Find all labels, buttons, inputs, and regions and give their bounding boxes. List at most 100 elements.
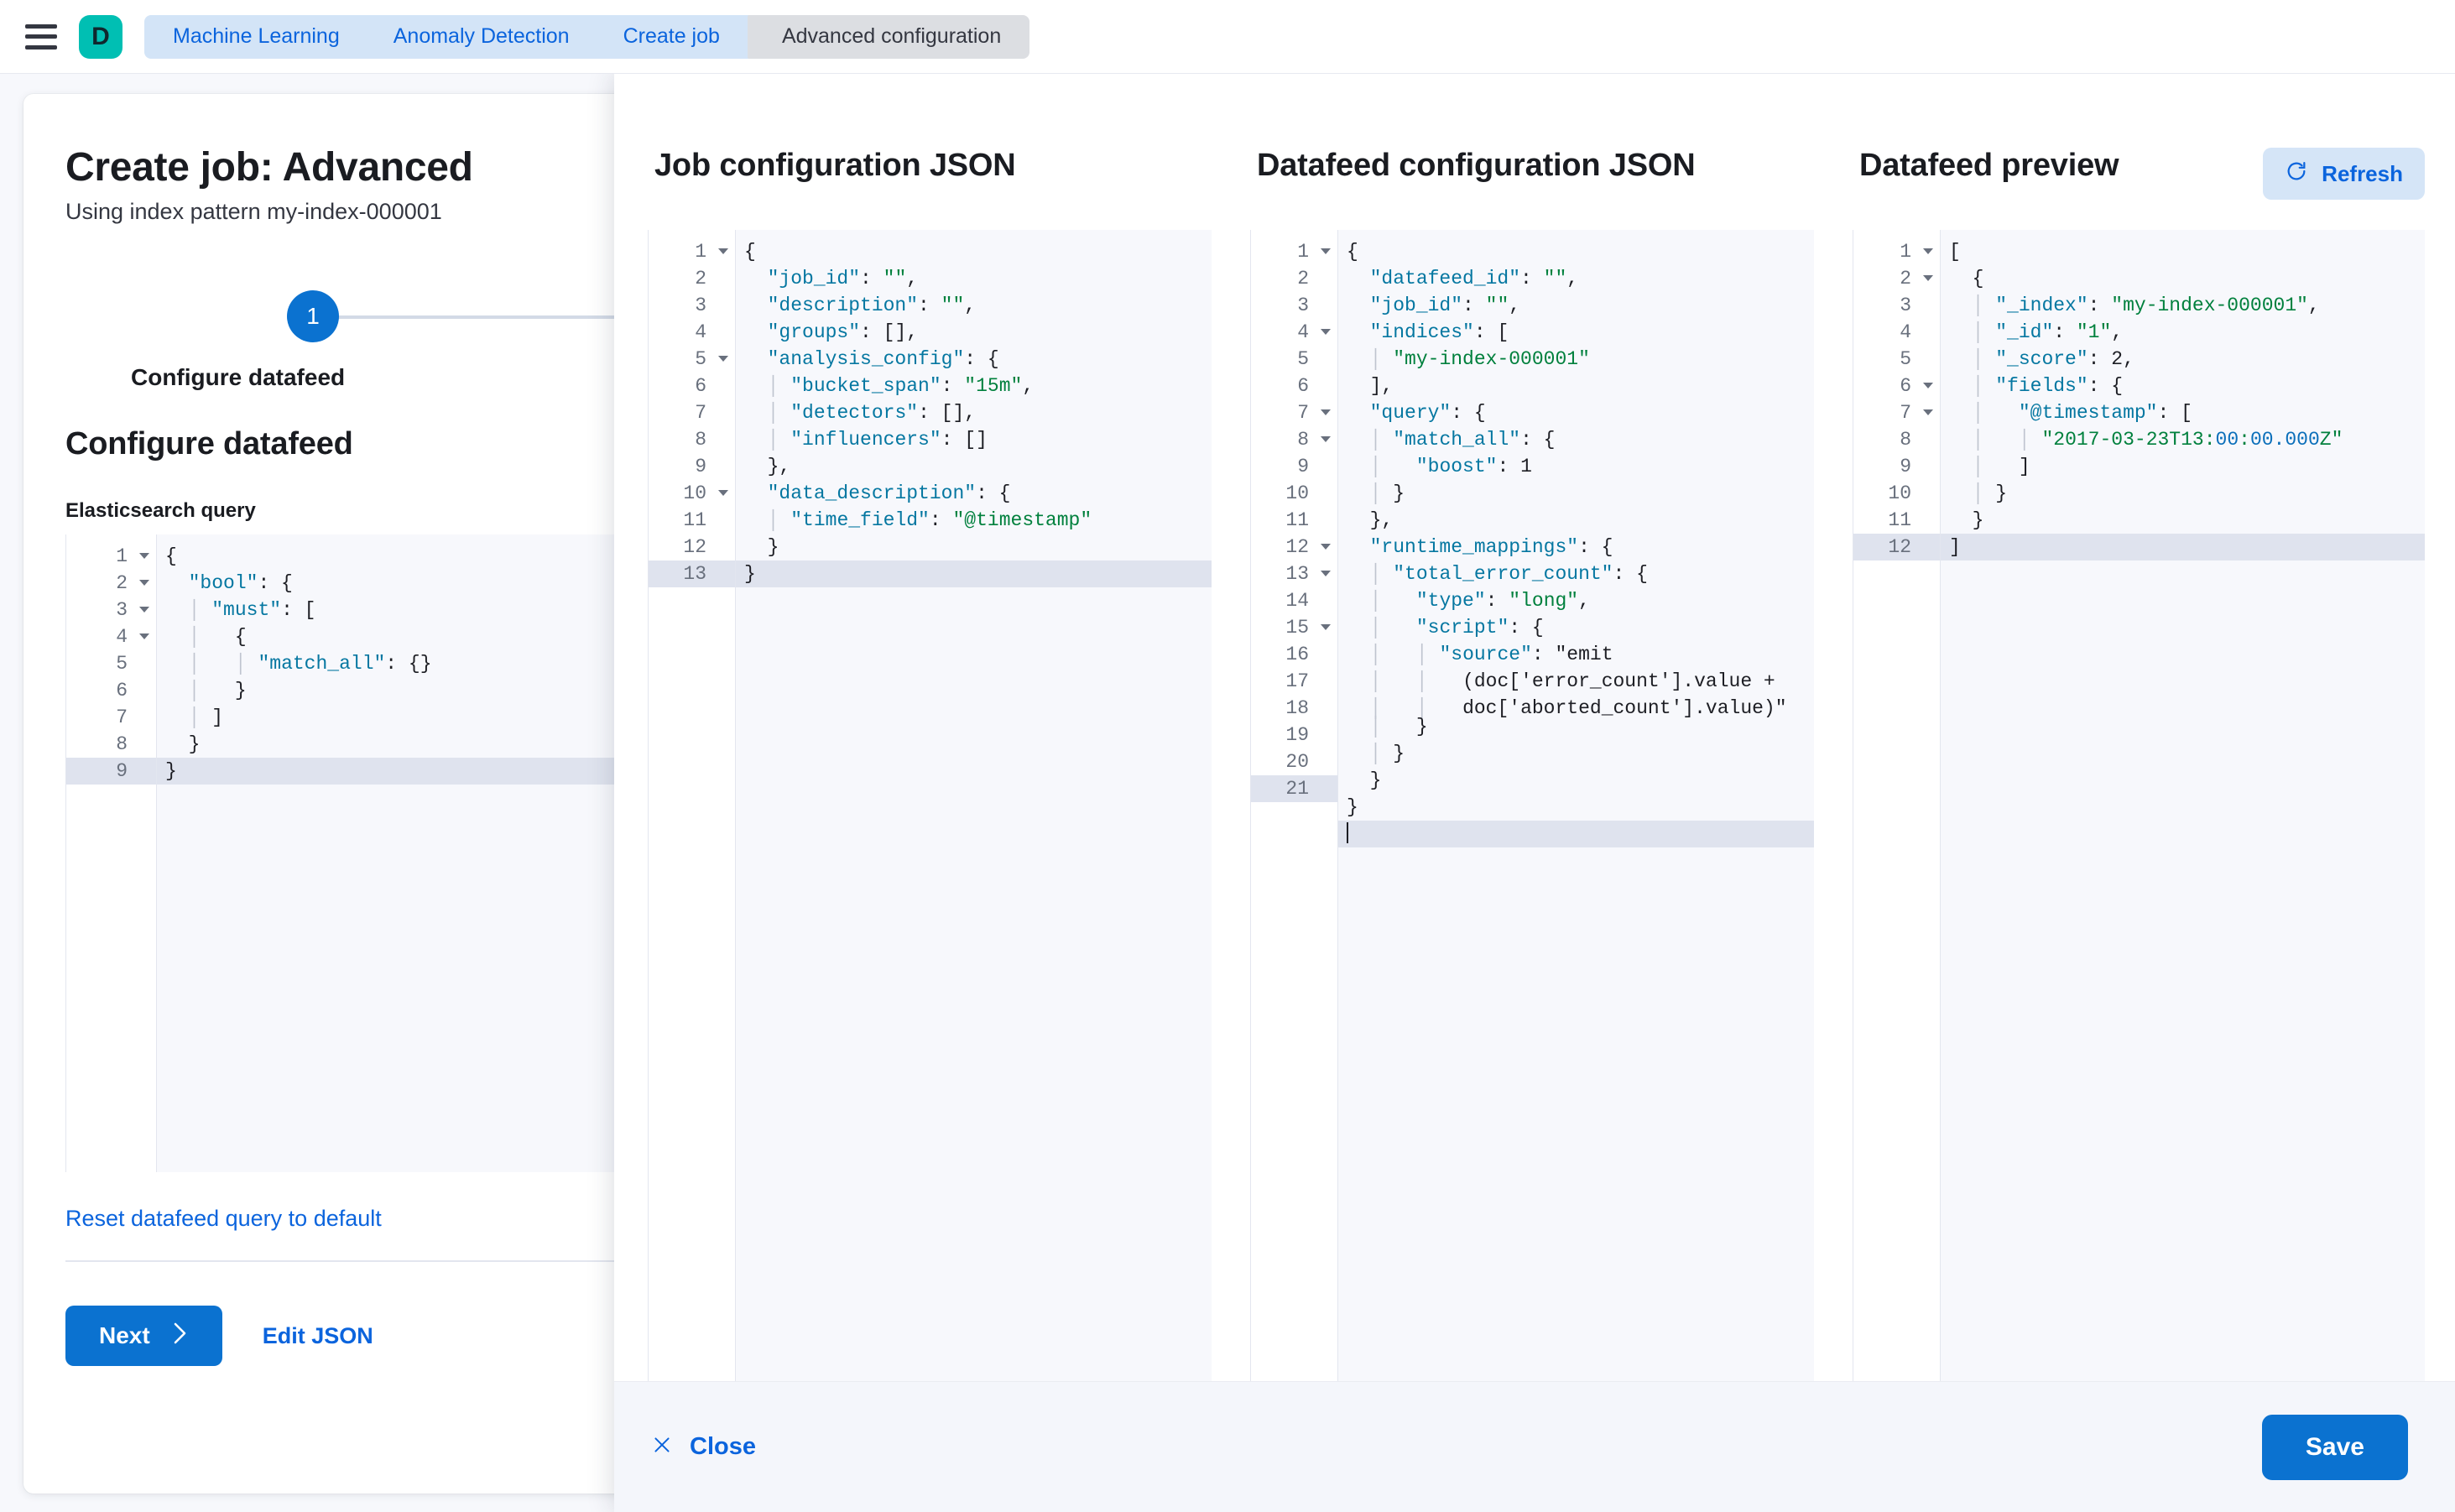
fold-caret-icon[interactable] xyxy=(1321,544,1331,550)
page-subtitle: Using index pattern my-index-000001 xyxy=(65,199,442,224)
fold-caret-icon[interactable] xyxy=(139,553,149,559)
code-line[interactable]: │ } xyxy=(1369,743,1405,764)
code-line[interactable]: "analysis_config": { xyxy=(767,348,999,370)
fold-caret-icon[interactable] xyxy=(1923,275,1933,281)
fold-caret-icon[interactable] xyxy=(718,490,728,496)
code-line[interactable]: } xyxy=(1949,509,1984,531)
code-line[interactable]: } xyxy=(165,733,201,755)
code-line[interactable]: │ } xyxy=(1369,482,1405,504)
refresh-button[interactable]: Refresh xyxy=(2263,148,2425,200)
code-line[interactable]: } xyxy=(736,560,1212,587)
code-line[interactable]: "description": "", xyxy=(767,295,977,316)
fold-caret-icon[interactable] xyxy=(1321,624,1331,630)
fold-caret-icon[interactable] xyxy=(1321,248,1331,254)
save-button[interactable]: Save xyxy=(2261,1414,2408,1480)
code-line[interactable]: │ "must": [ xyxy=(188,599,316,621)
fold-caret-icon[interactable] xyxy=(139,607,149,613)
code-line[interactable]: │ "fields": { xyxy=(1972,375,2124,397)
code-line[interactable]: │ "boost": 1 xyxy=(1369,456,1532,477)
fold-caret-icon[interactable] xyxy=(1321,409,1331,415)
code-line[interactable]: { xyxy=(165,545,177,567)
code-line[interactable]: │ "script": { xyxy=(1369,617,1544,639)
fold-caret-icon[interactable] xyxy=(718,356,728,362)
code-line[interactable]: "data_description": { xyxy=(767,482,1011,504)
code-line[interactable]: "query": { xyxy=(1369,402,1486,424)
code-line[interactable]: │ "type": "long", xyxy=(1369,590,1590,612)
line-number: 7 xyxy=(1853,399,1940,426)
code-line[interactable]: } xyxy=(744,536,779,558)
stepper-step-1[interactable]: 1 xyxy=(287,290,339,342)
code-line[interactable]: │ "my-index-000001" xyxy=(1369,348,1590,370)
edit-json-button[interactable]: Edit JSON xyxy=(262,1322,373,1348)
code-line[interactable]: │ │ "match_all": {} xyxy=(188,653,432,675)
fold-caret-icon[interactable] xyxy=(139,633,149,639)
save-button-label: Save xyxy=(2305,1432,2364,1461)
code-line[interactable]: │ ] xyxy=(188,706,224,728)
fold-caret-icon[interactable] xyxy=(1923,248,1933,254)
code-line[interactable]: │ "bucket_span": "15m", xyxy=(767,375,1035,397)
code-line[interactable]: "bool": { xyxy=(188,572,293,594)
top-navigation-bar: D Machine Learning Anomaly Detection Cre… xyxy=(0,0,2455,74)
code-line[interactable]: │ "@timestamp": [ xyxy=(1972,402,2192,424)
fold-caret-icon[interactable] xyxy=(1923,409,1933,415)
next-button[interactable]: Next xyxy=(65,1306,222,1366)
space-avatar[interactable]: D xyxy=(79,14,122,59)
code-line[interactable]: } xyxy=(1347,769,1382,791)
code-line[interactable]: │ ] xyxy=(1972,456,2030,477)
code-line[interactable]: "job_id": "", xyxy=(767,268,919,289)
code-line[interactable]: } xyxy=(1347,796,1358,818)
fold-caret-icon[interactable] xyxy=(1923,383,1933,388)
code-line[interactable]: │ } xyxy=(1972,482,2008,504)
hamburger-menu-icon[interactable] xyxy=(25,23,57,50)
code-line[interactable]: "runtime_mappings": { xyxy=(1369,536,1613,558)
reset-datafeed-query-link[interactable]: Reset datafeed query to default xyxy=(65,1206,382,1231)
code-line[interactable]: [ xyxy=(1949,241,1961,263)
code-line[interactable]: { xyxy=(744,241,756,263)
code-line[interactable]: "indices": [ xyxy=(1369,321,1509,343)
line-number: 8 xyxy=(1900,429,1911,451)
editor-code[interactable]: { "datafeed_id": "", "job_id": "", "indi… xyxy=(1338,230,1814,1381)
code-line[interactable]: │ "_index": "my-index-000001", xyxy=(1972,295,2320,316)
line-number: 14 xyxy=(1285,590,1309,612)
code-line[interactable]: │ │ "2017-03-23T13:00:00.000Z" xyxy=(1972,429,2343,451)
fold-caret-icon[interactable] xyxy=(1321,571,1331,576)
fold-caret-icon[interactable] xyxy=(139,580,149,586)
breadcrumb-item-create-job[interactable]: Create job xyxy=(597,14,763,59)
code-line[interactable]: │ "influencers": [] xyxy=(767,429,988,451)
code-line[interactable]: ], xyxy=(1347,375,1394,397)
code-line[interactable]: │ { xyxy=(188,626,247,648)
code-line[interactable]: }, xyxy=(1347,509,1394,531)
code-line[interactable]: "groups": [], xyxy=(767,321,919,343)
code-line[interactable]: │ "_id": "1", xyxy=(1972,321,2124,343)
editor-code[interactable]: { "job_id": "", "description": "", "grou… xyxy=(736,230,1212,1381)
breadcrumb-item-machine-learning[interactable]: Machine Learning xyxy=(144,14,383,59)
breadcrumb-item-advanced-configuration[interactable]: Advanced configuration xyxy=(748,14,1030,59)
code-line[interactable]: │ "detectors": [], xyxy=(767,402,977,424)
code-line[interactable]: │ "time_field": "@timestamp" xyxy=(767,509,1092,531)
fold-caret-icon[interactable] xyxy=(1321,329,1331,335)
code-line[interactable]: "datafeed_id": "", xyxy=(1369,268,1579,289)
code-line[interactable]: │ } xyxy=(188,680,247,701)
fold-caret-icon[interactable] xyxy=(1321,436,1331,442)
close-button[interactable]: Close xyxy=(651,1433,756,1461)
fold-caret-icon[interactable] xyxy=(718,248,728,254)
pane-header: Datafeed configuration JSON xyxy=(1217,148,1819,203)
editor-code[interactable]: [ { │ "_index": "my-index-000001", │ "_i… xyxy=(1941,230,2425,1381)
pane-title-datafeed-configuration: Datafeed configuration JSON xyxy=(1257,148,1696,183)
code-line[interactable]: │ │ "source": "emit │ │ (doc['error_coun… xyxy=(1369,644,1787,719)
code-line[interactable] xyxy=(1338,821,1814,847)
breadcrumb-item-anomaly-detection[interactable]: Anomaly Detection xyxy=(367,14,612,59)
code-line[interactable]: ] xyxy=(1941,534,2425,560)
code-line[interactable]: │ "total_error_count": { xyxy=(1369,563,1648,585)
code-line[interactable]: }, xyxy=(744,456,791,477)
code-line[interactable]: │ "_score": 2, xyxy=(1972,348,2134,370)
code-line[interactable]: { xyxy=(1347,241,1358,263)
code-line[interactable]: { xyxy=(1949,268,1984,289)
code-line[interactable]: │ } xyxy=(1369,716,1428,738)
breadcrumb-chevron-icon xyxy=(747,14,763,59)
code-line[interactable]: "job_id": "", xyxy=(1369,295,1521,316)
code-line[interactable]: │ "match_all": { xyxy=(1369,429,1556,451)
